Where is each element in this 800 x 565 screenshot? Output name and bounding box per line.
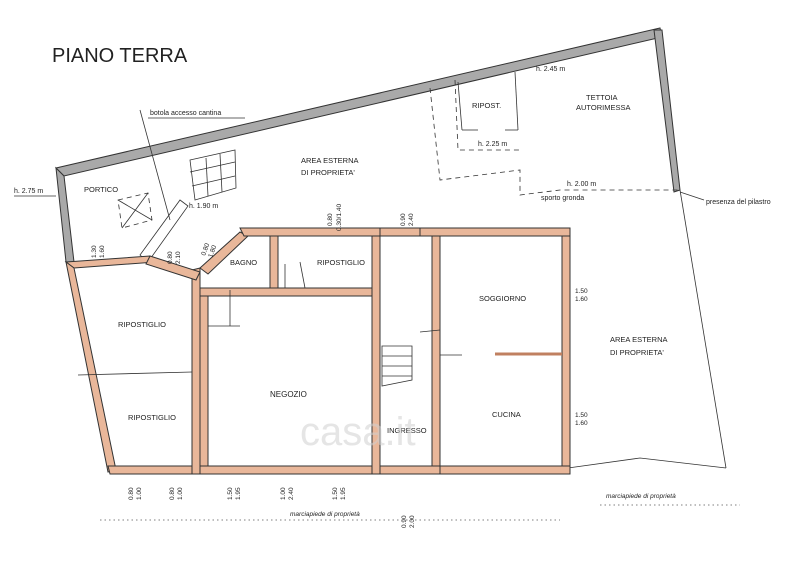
dim-8-top: 0.80 — [128, 487, 135, 500]
label-ripost: RIPOST. — [472, 101, 501, 110]
dim-2-top: 0.90 — [400, 213, 407, 226]
property-line-east — [679, 189, 727, 469]
dim-5-bot: 1.80 — [207, 244, 218, 259]
dim-10-top: 1.50 — [227, 487, 234, 500]
dim-3-bot: 1.60 — [99, 245, 106, 258]
label-area-east-1: AREA ESTERNA — [610, 335, 668, 344]
note-marciapiede-1: marciapiede di proprietà — [290, 511, 360, 518]
dim-6-top: 1.50 — [575, 288, 588, 295]
dim-12-top: 1.50 — [332, 487, 339, 500]
eave-outline — [429, 87, 680, 196]
dim-10-bot: 1.95 — [235, 487, 242, 500]
note-pilastro: presenza del pilastro — [706, 199, 771, 206]
label-soggiorno: SOGGIORNO — [479, 294, 526, 303]
property-line-south — [567, 457, 727, 469]
label-ripostiglio-mid: RIPOSTIGLIO — [317, 258, 365, 267]
portico-details — [117, 109, 237, 263]
dim-4-bot: 2.10 — [175, 251, 182, 264]
dim-7-top: 1.50 — [575, 412, 588, 419]
label-area-north-1: AREA ESTERNA — [301, 156, 359, 165]
dim-13-bot: 2.00 — [409, 515, 416, 528]
dim-4-top: 0.80 — [167, 251, 174, 264]
note-h190: h. 1.90 m — [189, 203, 218, 210]
watermark: casa.it — [300, 410, 416, 454]
dim-2-bot: 2.40 — [408, 213, 415, 226]
note-marciapiede-2: marciapiede di proprietà — [606, 493, 676, 500]
plan-title: PIANO TERRA — [52, 45, 188, 67]
outer-wall-west — [55, 166, 75, 263]
label-area-north-2: DI PROPRIETA' — [301, 168, 355, 177]
label-negozio: NEGOZIO — [270, 390, 307, 399]
note-h225: h. 2.25 m — [478, 141, 507, 148]
dim-13-top: 0.90 — [401, 515, 408, 528]
outer-wall-east — [653, 29, 681, 193]
label-tettoia: TETTOIA — [586, 93, 618, 102]
dim-11-bot: 2.40 — [288, 487, 295, 500]
label-ingresso: INGRESSO — [387, 426, 427, 435]
label-portico: PORTICO — [84, 185, 118, 194]
note-h245: h. 2.45 m — [536, 66, 565, 73]
dim-1-bot: 0.30/1.40 — [336, 204, 343, 231]
label-ripostiglio-left-bottom: RIPOSTIGLIO — [128, 413, 176, 422]
dim-7-bot: 1.60 — [575, 420, 588, 427]
garage-outline — [454, 79, 520, 151]
note-h200: h. 2.00 m — [567, 181, 596, 188]
dim-12-bot: 1.95 — [340, 487, 347, 500]
label-autorimessa: AUTORIMESSA — [576, 103, 630, 112]
dim-1-top: 0.80 — [327, 213, 334, 226]
dim-8-bot: 1.00 — [136, 487, 143, 500]
note-sporto: sporto gronda — [541, 195, 584, 202]
dim-3-top: 1.30 — [91, 245, 98, 258]
label-ripostiglio-left-top: RIPOSTIGLIO — [118, 320, 166, 329]
note-h275: h. 2.75 m — [14, 188, 43, 195]
ripost-room — [457, 71, 519, 131]
label-bagno: BAGNO — [230, 258, 257, 267]
note-botola: botola accesso cantina — [150, 110, 221, 117]
dim-5-top: 0.80 — [200, 242, 211, 257]
ingresso-stair — [381, 345, 413, 387]
dim-6-bot: 1.60 — [575, 296, 588, 303]
label-area-east-2: DI PROPRIETA' — [610, 348, 664, 357]
dim-9-bot: 1.00 — [177, 487, 184, 500]
dimension-labels: 0.80 0.30/1.40 0.90 2.40 1.30 1.60 0.80 … — [91, 204, 588, 528]
label-cucina: CUCINA — [492, 410, 521, 419]
note-pilastro-leader — [679, 191, 705, 201]
dim-9-top: 0.80 — [169, 487, 176, 500]
building-walls — [64, 227, 571, 475]
door-marks — [208, 261, 462, 356]
dim-11-top: 1.00 — [280, 487, 287, 500]
